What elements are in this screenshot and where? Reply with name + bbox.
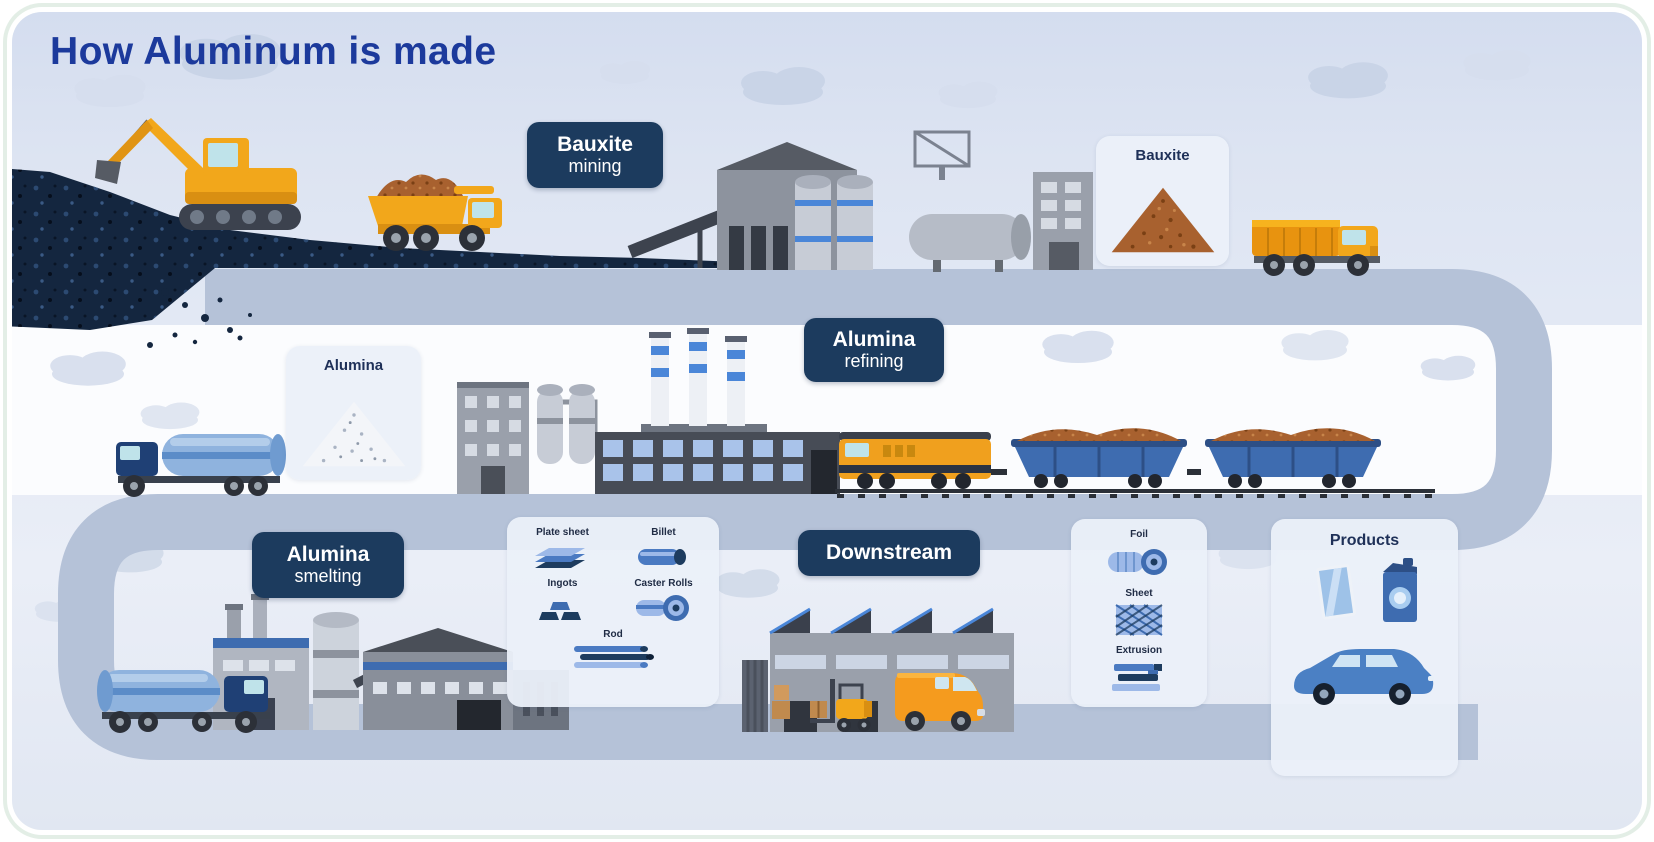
ingots-icon	[538, 602, 581, 620]
badge-alumina-refining-line2: refining	[844, 351, 904, 372]
products-card: Products	[1271, 519, 1458, 776]
downstream-product-item: Foil	[1104, 529, 1174, 582]
sheet-icon	[1115, 604, 1163, 636]
bauxite-card-label: Bauxite	[1135, 147, 1190, 164]
bauxite-haul-truck-illustration	[1252, 220, 1380, 276]
carton-product-icon	[1382, 558, 1417, 622]
extrusion-icon	[1112, 664, 1162, 691]
caster-rolls-label: Caster Rolls	[634, 578, 693, 589]
billet-label: Billet	[651, 527, 676, 538]
smelter-tanker-truck-illustration	[97, 670, 270, 733]
badge-alumina-smelting: Alumina smelting	[252, 532, 404, 598]
extrusion-label: Extrusion	[1115, 645, 1163, 656]
bauxite-card: Bauxite	[1096, 136, 1229, 266]
products-card-label: Products	[1329, 532, 1400, 549]
sheet-label: Sheet	[1125, 588, 1153, 599]
alumina-refinery-illustration	[457, 328, 840, 494]
badge-alumina-smelting-line1: Alumina	[286, 543, 370, 567]
infographic-canvas: How Aluminum is made Bauxite mining Alum…	[12, 12, 1642, 830]
ore-train-illustration	[835, 426, 1435, 498]
rod-label: Rod	[603, 629, 623, 640]
excavator-illustration	[95, 118, 301, 230]
alumina-tanker-truck-illustration	[116, 434, 286, 497]
alumina-card: Alumina	[286, 346, 421, 480]
mining-dump-truck-illustration	[368, 174, 502, 251]
badge-alumina-smelting-line2: smelting	[294, 566, 362, 587]
bauxite-processing-plant-illustration	[717, 130, 1093, 272]
semi-product-item: Billet	[616, 527, 711, 574]
foil-icon	[1108, 549, 1167, 575]
plate-sheet-label: Plate sheet	[536, 527, 589, 538]
mining-terrain	[12, 168, 738, 348]
car-product-icon	[1293, 649, 1434, 705]
forklift-illustration	[810, 679, 872, 732]
plate-sheet-icon	[534, 548, 585, 568]
badge-bauxite-mining: Bauxite mining	[527, 122, 663, 188]
scene: How Aluminum is made Bauxite mining Alum…	[12, 12, 1642, 830]
downstream-product-item: Extrusion	[1104, 645, 1174, 698]
scene-illustration	[12, 34, 1642, 760]
rod-icon	[574, 646, 654, 668]
semi-products-card: Plate sheet Billet Ingots	[507, 517, 719, 707]
downstream-product-item: Sheet	[1104, 588, 1174, 639]
badge-bauxite-mining-line1: Bauxite	[557, 133, 633, 157]
caster-rolls-icon	[635, 595, 689, 621]
badge-bauxite-mining-line2: mining	[568, 156, 622, 177]
page-title: How Aluminum is made	[50, 30, 497, 73]
foil-label: Foil	[1130, 529, 1148, 540]
semi-product-item: Ingots	[515, 578, 610, 625]
billet-icon	[637, 549, 686, 565]
road-path	[58, 269, 1552, 760]
alumina-card-label: Alumina	[323, 357, 384, 374]
badge-downstream-line1: Downstream	[825, 540, 953, 564]
semi-product-item: Caster Rolls	[616, 578, 711, 625]
badge-alumina-refining: Alumina refining	[804, 318, 944, 382]
ingots-label: Ingots	[547, 578, 578, 589]
semi-product-item: Rod	[515, 629, 711, 674]
cargo-box-icon	[772, 701, 790, 719]
bauxite-pile-icon	[1111, 187, 1214, 253]
downstream-factory-illustration	[742, 607, 1014, 732]
window-product-icon	[1315, 564, 1356, 620]
downstream-products-card: Foil Sheet Extrusion	[1071, 519, 1207, 707]
semi-product-item: Plate sheet	[515, 527, 610, 574]
badge-downstream: Downstream	[798, 530, 980, 576]
alumina-pile-icon	[302, 401, 405, 467]
badge-alumina-refining-line1: Alumina	[832, 328, 916, 352]
delivery-van-illustration	[895, 673, 985, 731]
